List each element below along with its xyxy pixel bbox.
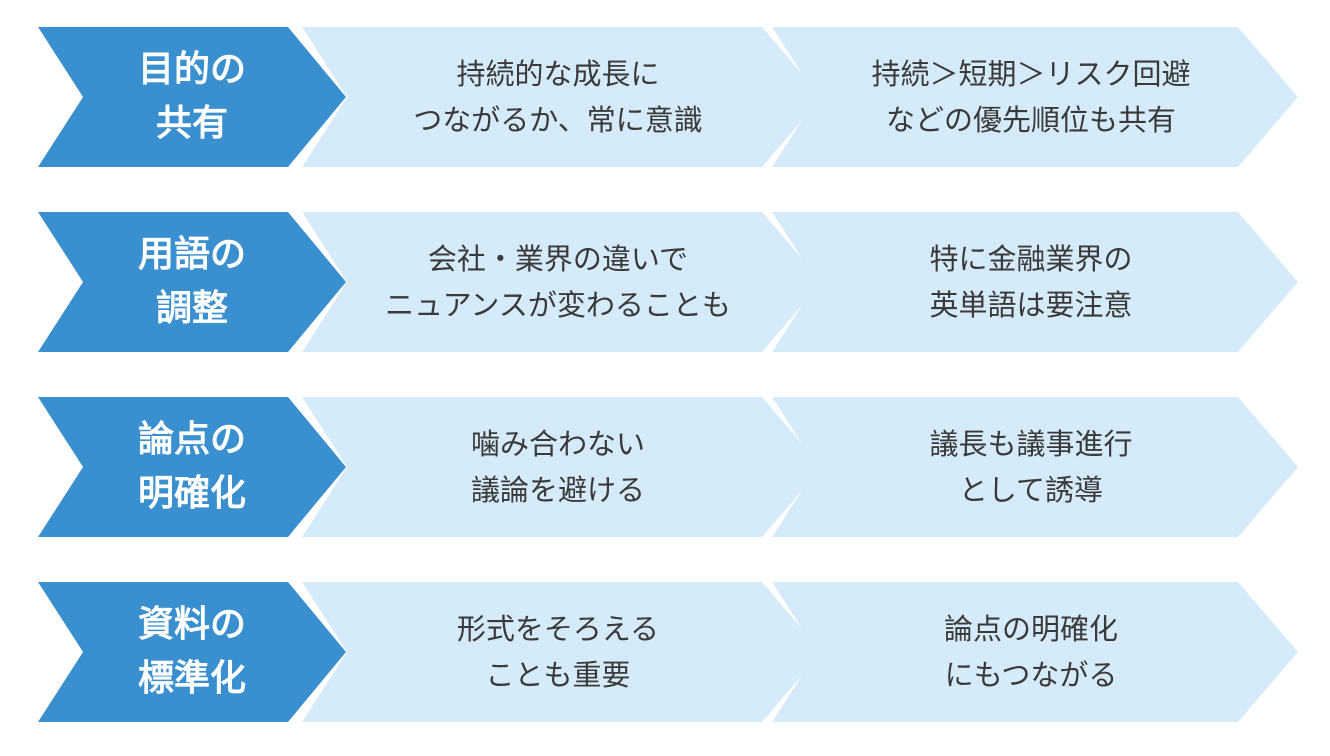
row-detail-chevron: 会社・業界の違いで ニュアンスが変わることも	[302, 212, 822, 352]
row-purpose: 目的の 共有 持続的な成長に つながるか、常に意識 持続＞短期＞リスク回避 など…	[0, 27, 1330, 167]
row-heading: 論点の 明確化	[137, 419, 246, 514]
row-note: 議長も議事進行 として誘導	[929, 427, 1133, 507]
row-detail: 持続的な成長に つながるか、常に意識	[413, 57, 703, 137]
row-note-chevron: 論点の明確化 にもつながる	[772, 582, 1298, 722]
row-note-chevron: 特に金融業界の 英単語は要注意	[772, 212, 1298, 352]
row-note: 持続＞短期＞リスク回避 などの優先順位も共有	[871, 57, 1191, 137]
row-note: 論点の明確化 にもつながる	[943, 612, 1118, 692]
row-note: 特に金融業界の 英単語は要注意	[929, 242, 1133, 322]
row-detail-chevron: 噛み合わない 議論を避ける	[302, 397, 822, 537]
row-detail-chevron: 持続的な成長に つながるか、常に意識	[302, 27, 822, 167]
row-heading-chevron: 論点の 明確化	[38, 397, 346, 537]
row-detail-chevron: 形式をそろえる ことも重要	[302, 582, 822, 722]
row-heading: 用語の 調整	[137, 234, 246, 329]
row-materials: 資料の 標準化 形式をそろえる ことも重要 論点の明確化 にもつながる	[0, 582, 1330, 722]
row-heading: 目的の 共有	[137, 49, 246, 144]
row-terminology: 用語の 調整 会社・業界の違いで ニュアンスが変わることも 特に金融業界の 英単…	[0, 212, 1330, 352]
row-detail: 会社・業界の違いで ニュアンスが変わることも	[385, 242, 731, 322]
row-heading-chevron: 目的の 共有	[38, 27, 346, 167]
row-heading: 資料の 標準化	[137, 604, 246, 699]
row-heading-chevron: 用語の 調整	[38, 212, 346, 352]
row-detail: 噛み合わない 議論を避ける	[470, 427, 645, 507]
row-heading-chevron: 資料の 標準化	[38, 582, 346, 722]
row-note-chevron: 議長も議事進行 として誘導	[772, 397, 1298, 537]
row-detail: 形式をそろえる ことも重要	[456, 612, 660, 692]
row-note-chevron: 持続＞短期＞リスク回避 などの優先順位も共有	[772, 27, 1298, 167]
row-issues: 論点の 明確化 噛み合わない 議論を避ける 議長も議事進行 として誘導	[0, 397, 1330, 537]
